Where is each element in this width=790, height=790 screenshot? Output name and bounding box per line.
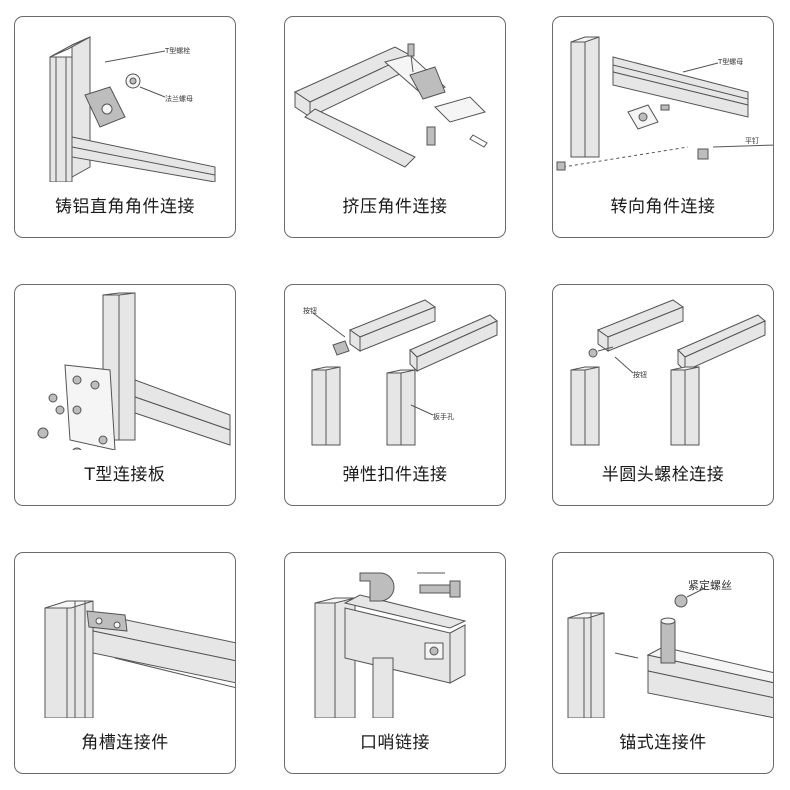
label-button: 按钮 [633, 370, 647, 379]
swivel-corner-illustration: T型螺母 平钉 [556, 36, 773, 171]
card-corner-slot: 角槽连接件 [14, 552, 236, 774]
card-anchor-connector: 紧定螺丝 锚式连接件 [552, 552, 774, 774]
label-set-screw: 紧定螺丝 [688, 578, 732, 592]
card-spring-clip: 按钮 扳手孔 弹性扣件连接 [284, 284, 506, 506]
card-extruded-corner: 挤压角件连接 [284, 16, 506, 238]
label-wrench-hole: 扳手孔 [433, 412, 454, 421]
caption: 角槽连接件 [81, 733, 169, 753]
caption: 半圆头螺栓连接 [601, 465, 725, 485]
round-head-bolt-illustration: 按钮 [570, 299, 766, 446]
card-swivel-corner: T型螺母 平钉 转向角件连接 [552, 16, 774, 238]
corner-slot-illustration [44, 600, 235, 718]
extruded-corner-illustration [293, 43, 488, 168]
caption: 转向角件连接 [610, 197, 716, 217]
cast-corner-illustration: T型螺栓 法兰螺母 [49, 36, 216, 182]
label-flat-screw: 平钉 [745, 136, 759, 145]
anchor-connector-illustration: 紧定螺丝 [567, 578, 773, 718]
card-round-head-bolt: 按钮 半圆头螺栓连接 [552, 284, 774, 506]
whistle-link-illustration [314, 572, 467, 718]
label-button: 按钮 [303, 306, 317, 315]
caption: 弹性扣件连接 [342, 465, 448, 485]
card-t-plate: T型连接板 [14, 284, 236, 506]
t-plate-illustration [37, 292, 231, 450]
caption: 锚式连接件 [619, 733, 707, 753]
label-flange-nut: 法兰螺母 [165, 94, 193, 103]
spring-clip-illustration: 按钮 扳手孔 [303, 299, 498, 446]
caption: 挤压角件连接 [342, 197, 448, 217]
caption: T型连接板 [84, 465, 166, 485]
label-t-nut: T型螺母 [717, 57, 743, 66]
card-cast-aluminum-corner: T型螺栓 法兰螺母 铸铝直角角件连接 [14, 16, 236, 238]
caption: 铸铝直角角件连接 [55, 197, 195, 217]
card-whistle-link: 口哨链接 [284, 552, 506, 774]
caption: 口哨链接 [360, 733, 430, 753]
label-t-bolt: T型螺栓 [164, 46, 190, 55]
